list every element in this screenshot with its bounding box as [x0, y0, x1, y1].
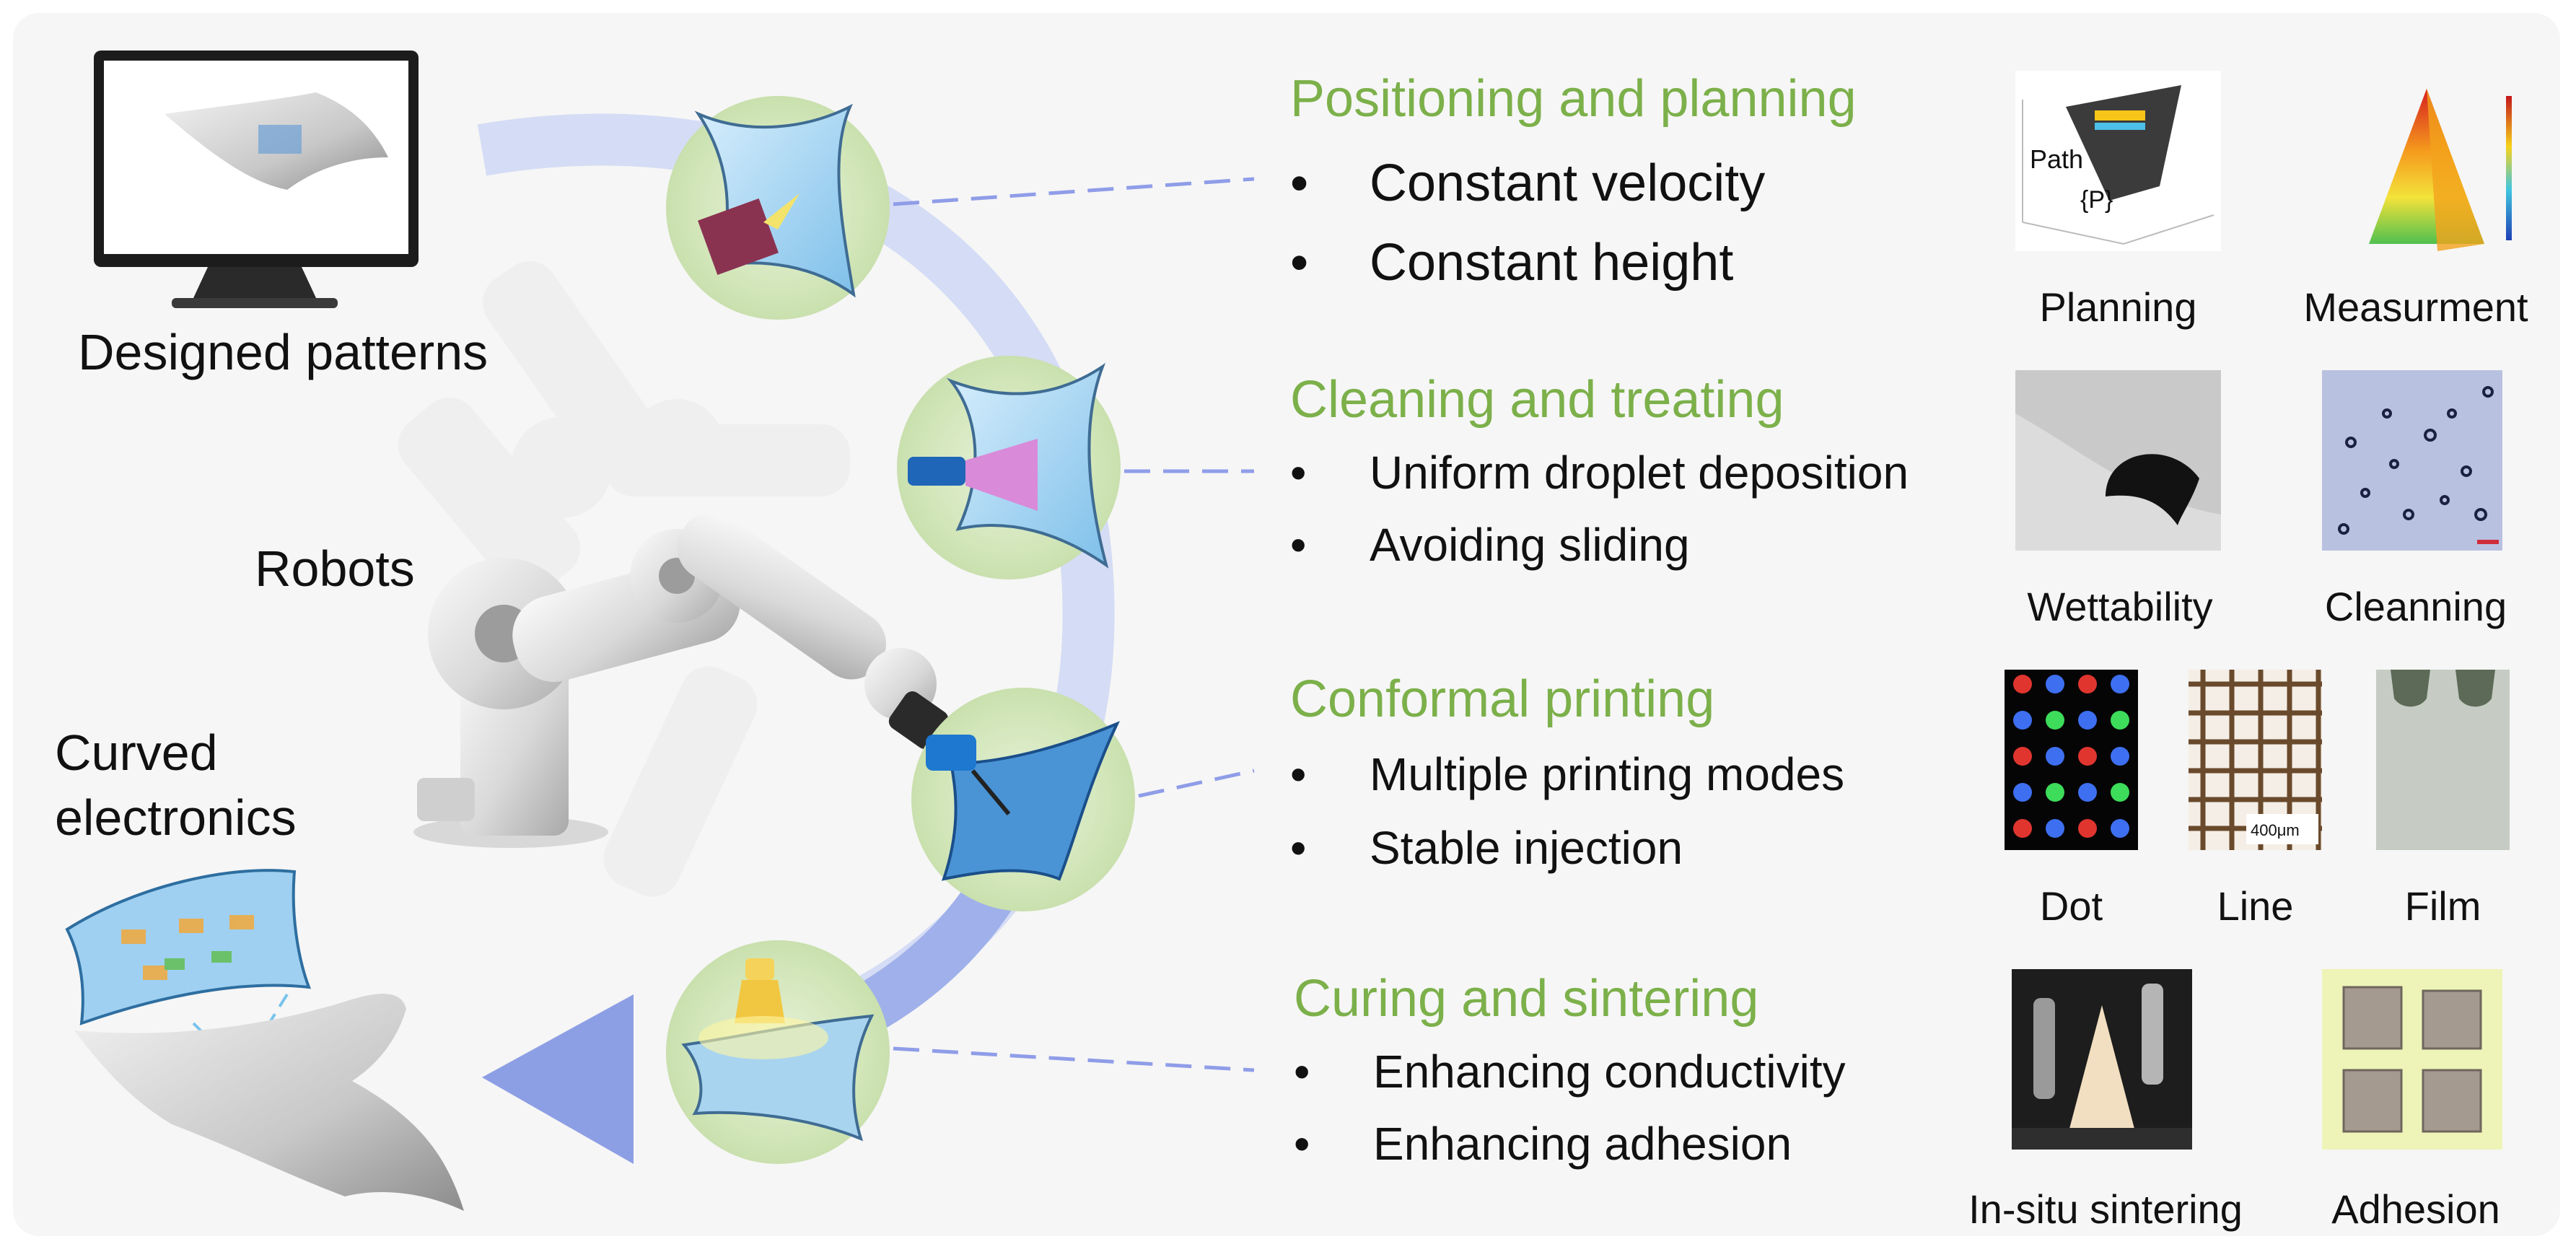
circle-cleaning — [897, 356, 1121, 579]
caption-measurement: Measurment — [2303, 284, 2528, 330]
printed-dot-array — [2005, 670, 2138, 850]
section-title-curing: Curing and sintering — [1294, 970, 1759, 1028]
adhesion-pads — [2322, 969, 2502, 1150]
section-title-printing: Conformal printing — [1290, 670, 1715, 728]
bullet-item: •Multiple printing modes — [1290, 748, 1845, 800]
connector-lines — [893, 177, 1255, 1072]
caption-film: Film — [2404, 883, 2481, 929]
curved-electronics-illustration — [65, 869, 464, 1211]
caption-dot: Dot — [2039, 883, 2103, 929]
curved-electronics-label-line1: Curved — [55, 725, 218, 781]
caption-wettability: Wettability — [2027, 584, 2213, 629]
caption-adhesion: Adhesion — [2331, 1186, 2500, 1232]
caption-in-situ-sintering: In-situ sintering — [1968, 1186, 2243, 1232]
bullet-item: •Enhancing conductivity — [1294, 1046, 1846, 1098]
robots-label: Robots — [255, 540, 415, 597]
bullet-item: •Constant height — [1290, 234, 1734, 292]
micro-particles — [2322, 370, 2502, 551]
printed-film — [2376, 670, 2510, 850]
height-map-cone — [2351, 82, 2520, 262]
dual-robot-sintering — [2012, 969, 2192, 1150]
caption-cleaning: Cleanning — [2324, 584, 2507, 629]
svg-text:{P}: {P} — [2080, 186, 2113, 214]
contact-angle-droplet — [2015, 370, 2221, 551]
circle-positioning — [666, 96, 890, 320]
bullet-item: •Stable injection — [1290, 822, 1683, 874]
printed-line-grid: 400μm — [2189, 670, 2322, 850]
bullet-item: •Constant velocity — [1290, 154, 1766, 212]
bullet-item: •Enhancing adhesion — [1294, 1118, 1792, 1170]
circle-curing — [666, 940, 890, 1164]
diagram-graphics — [65, 51, 1255, 1211]
bullet-item: •Uniform droplet deposition — [1290, 447, 1909, 499]
ghost-robot-arms — [398, 261, 850, 897]
path-planning-plot: Path {P} — [2015, 71, 2221, 251]
caption-planning: Planning — [2039, 284, 2197, 330]
section-title-cleaning: Cleaning and treating — [1290, 371, 1784, 429]
robot-arm — [413, 512, 949, 848]
bullet-item: •Avoiding sliding — [1290, 519, 1690, 571]
svg-text:400μm: 400μm — [2251, 821, 2300, 839]
process-diagram: Designed patterns Robots Curved electron… — [13, 13, 2560, 1236]
designed-patterns-label: Designed patterns — [78, 324, 489, 380]
section-title-positioning: Positioning and planning — [1290, 70, 1857, 128]
svg-text:Path: Path — [2030, 144, 2083, 174]
circle-printing — [911, 688, 1135, 911]
monitor-icon — [94, 51, 419, 308]
curved-electronics-label-line2: electronics — [55, 789, 297, 846]
caption-line: Line — [2217, 883, 2294, 929]
